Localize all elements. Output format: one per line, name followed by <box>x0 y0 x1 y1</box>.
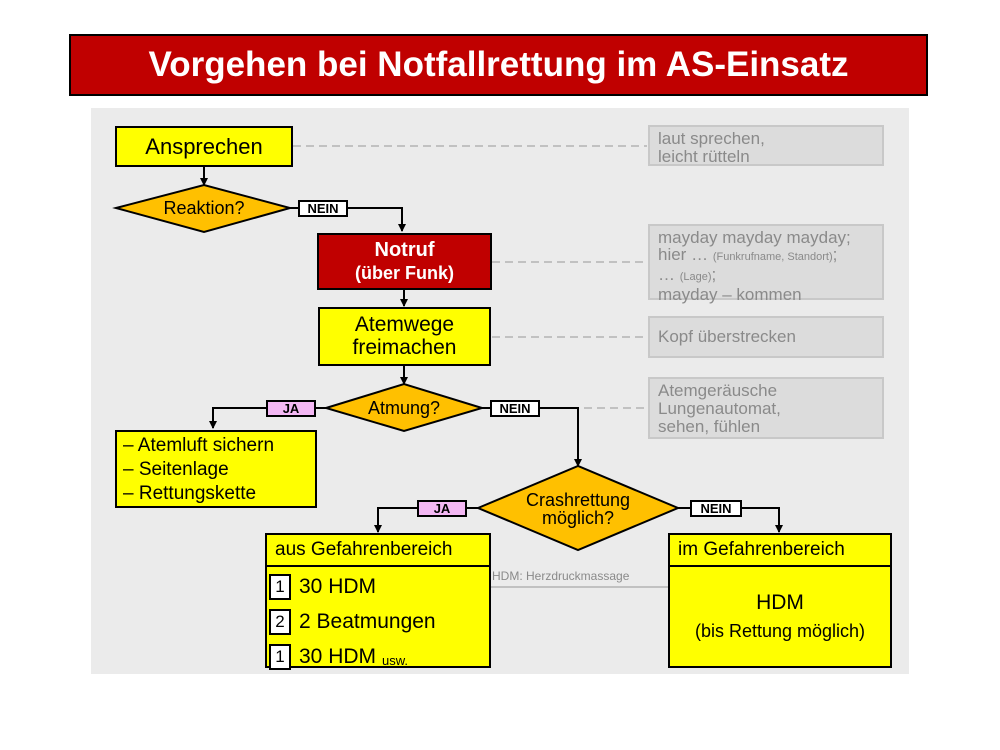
notruf-line1: Notruf <box>374 239 435 262</box>
aus-gefahrenbereich-header: aus Gefahrenbereich <box>267 535 489 567</box>
tag-atmung-ja: JA <box>266 400 316 417</box>
note-ansprechen: laut sprechen, leicht rütteln <box>648 125 884 166</box>
step-suffix: usw. <box>382 652 409 668</box>
decision-crashrettung-label: Crashrettung möglich? <box>498 491 658 527</box>
im-gefahrenbereich-body: HDM (bis Rettung möglich) <box>670 567 890 666</box>
node-ansprechen: Ansprechen <box>115 126 293 167</box>
page-title: Vorgehen bei Notfallrettung im AS-Einsat… <box>69 34 928 96</box>
decision-atmung <box>322 382 486 433</box>
note-notruf-line2-end: ; <box>832 245 838 264</box>
step-text: 30 HDM <box>299 645 377 668</box>
note-ansprechen-line2: leicht rütteln <box>658 147 750 166</box>
tag-reaktion-nein: NEIN <box>298 200 348 217</box>
note-ansprechen-line1: laut sprechen, <box>658 129 765 148</box>
note-atmung-line1: Atemgeräusche <box>658 381 778 400</box>
cpr-step: 1 30 HDM usw. <box>269 642 489 672</box>
atmung-ja-list: – Atemluft sichern – Seitenlage – Rettun… <box>115 430 317 508</box>
step-number: 1 <box>269 574 291 600</box>
im-gefahrenbereich-header: im Gefahrenbereich <box>670 535 890 567</box>
note-atmung-line3: sehen, fühlen <box>658 417 761 436</box>
tag-atmung-nein: NEIN <box>490 400 540 417</box>
im-gefahrenbereich-line1: HDM <box>756 591 804 614</box>
atemwege-line1: Atemwege <box>354 313 455 337</box>
decision-atmung-label: Atmung? <box>344 398 464 418</box>
cpr-step: 2 2 Beatmungen <box>269 607 489 637</box>
note-notruf-line3-main: … <box>658 265 675 284</box>
atmung-text: Atmung? <box>367 398 441 418</box>
node-notruf: Notruf (über Funk) <box>317 233 492 290</box>
note-notruf-line3-end: ; <box>711 265 717 284</box>
hdm-note: HDM: Herzdruckmassage <box>492 569 630 583</box>
list-item: – Atemluft sichern <box>123 435 275 456</box>
note-notruf-line3-small: (Lage) <box>679 271 712 283</box>
note-atmung-line2: Lungenautomat, <box>658 399 781 418</box>
note-notruf-line4: mayday – kommen <box>658 285 802 304</box>
im-gefahrenbereich-box: im Gefahrenbereich HDM (bis Rettung mögl… <box>668 533 892 668</box>
aus-gefahrenbereich-box: aus Gefahrenbereich 1 30 HDM 2 2 Beatmun… <box>265 533 491 670</box>
crash-line1: Crashrettung <box>525 490 631 510</box>
tag-crash-ja: JA <box>417 500 467 517</box>
notruf-line2: (über Funk) <box>355 263 454 284</box>
tag-crash-nein: NEIN <box>690 500 742 517</box>
cpr-step: 1 30 HDM <box>269 572 489 602</box>
reaktion-text: Reaktion? <box>163 198 245 218</box>
note-atemwege: Kopf überstrecken <box>648 316 884 358</box>
note-atmung: Atemgeräusche Lungenautomat, sehen, fühl… <box>648 377 884 439</box>
decision-reaktion-label: Reaktion? <box>140 197 268 219</box>
step-text: 30 HDM <box>299 575 377 598</box>
list-item: – Seitenlage <box>123 459 229 480</box>
step-number: 2 <box>269 609 291 635</box>
step-number: 1 <box>269 644 291 670</box>
im-gefahrenbereich-line2: (bis Rettung möglich) <box>694 621 866 641</box>
note-notruf-line2-small: (Funkrufname, Standort) <box>712 251 833 263</box>
node-atemwege: Atemwege freimachen <box>318 307 491 366</box>
note-notruf-line3: … (Lage); <box>658 266 874 286</box>
note-atemwege-text: Kopf überstrecken <box>658 327 796 346</box>
note-notruf-line2: hier … (Funkrufname, Standort); <box>658 246 874 266</box>
list-item: – Rettungskette <box>123 483 257 504</box>
decision-crashrettung <box>475 464 681 552</box>
note-notruf-line2-main: hier … <box>658 245 709 264</box>
step-text: 2 Beatmungen <box>299 610 436 633</box>
node-ansprechen-label: Ansprechen <box>145 133 263 159</box>
note-notruf: mayday mayday mayday; hier … (Funkrufnam… <box>648 224 884 304</box>
atemwege-line2: freimachen <box>352 335 457 359</box>
note-notruf-line1: mayday mayday mayday; <box>658 228 851 247</box>
crash-line2: möglich? <box>541 508 615 528</box>
decision-reaktion <box>112 183 294 234</box>
